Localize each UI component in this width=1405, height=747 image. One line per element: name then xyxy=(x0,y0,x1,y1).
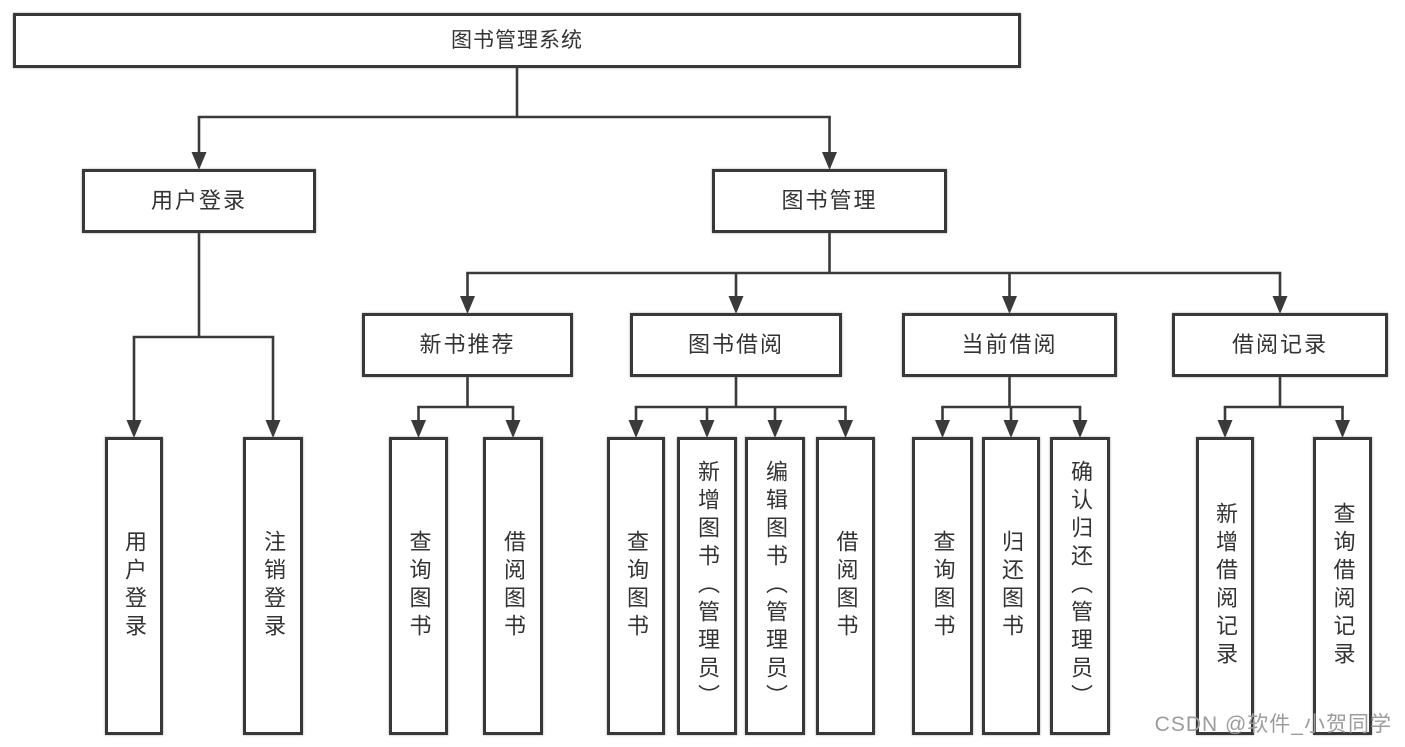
node-leaf-query-book-b: 查询图书 xyxy=(607,437,665,735)
node-leaf-query-record: 查询借阅记录 xyxy=(1313,437,1372,735)
node-label-leaf-query-record: 查询借阅记录 xyxy=(1330,502,1356,670)
node-leaf-logout: 注销登录 xyxy=(243,437,303,735)
node-current-borrow: 当前借阅 xyxy=(902,313,1117,377)
node-leaf-borrow-book-a: 借阅图书 xyxy=(483,437,543,735)
node-user-login: 用户登录 xyxy=(82,169,316,233)
node-label-leaf-query-book-a: 查询图书 xyxy=(406,530,432,642)
node-label-root: 图书管理系统 xyxy=(451,29,583,52)
node-label-leaf-borrow-book-b: 借阅图书 xyxy=(833,530,859,642)
node-label-leaf-user-login: 用户登录 xyxy=(122,530,147,642)
node-label-book-mgmt: 图书管理 xyxy=(781,188,878,213)
node-leaf-edit-book: 编辑图书（管理员） xyxy=(745,437,805,735)
node-label-leaf-edit-book: 编辑图书（管理员） xyxy=(763,460,788,712)
node-leaf-borrow-book-b: 借阅图书 xyxy=(816,437,875,735)
node-leaf-user-login: 用户登录 xyxy=(105,437,163,735)
node-leaf-return-book: 归还图书 xyxy=(982,437,1040,735)
node-leaf-add-book: 新增图书（管理员） xyxy=(677,437,737,735)
node-root: 图书管理系统 xyxy=(13,13,1021,68)
node-borrow-records: 借阅记录 xyxy=(1172,313,1388,377)
node-label-leaf-query-book-c: 查询图书 xyxy=(930,530,956,642)
watermark-text: CSDN @软件_小贺同学 xyxy=(1154,713,1392,736)
node-label-leaf-confirm-return: 确认归还（管理员） xyxy=(1068,460,1093,712)
node-book-borrow: 图书借阅 xyxy=(630,313,842,377)
node-label-leaf-add-book: 新增图书（管理员） xyxy=(695,460,720,712)
node-label-borrow-records: 借阅记录 xyxy=(1231,332,1328,357)
node-label-leaf-query-book-b: 查询图书 xyxy=(624,530,649,642)
node-label-current-borrow: 当前借阅 xyxy=(961,332,1058,357)
node-label-book-borrow: 图书借阅 xyxy=(687,332,784,357)
node-book-mgmt: 图书管理 xyxy=(712,169,947,233)
node-label-leaf-return-book: 归还图书 xyxy=(999,530,1024,642)
node-leaf-query-book-a: 查询图书 xyxy=(389,437,448,735)
node-label-leaf-borrow-book-a: 借阅图书 xyxy=(501,530,526,642)
node-label-leaf-logout: 注销登录 xyxy=(261,530,286,642)
node-label-new-book-recommend: 新书推荐 xyxy=(419,332,516,357)
node-leaf-add-record: 新增借阅记录 xyxy=(1196,437,1254,735)
node-leaf-query-book-c: 查询图书 xyxy=(912,437,973,735)
node-new-book-recommend: 新书推荐 xyxy=(362,313,573,377)
node-label-user-login: 用户登录 xyxy=(150,188,247,213)
node-label-leaf-add-record: 新增借阅记录 xyxy=(1213,502,1238,670)
node-leaf-confirm-return: 确认归还（管理员） xyxy=(1050,437,1110,735)
